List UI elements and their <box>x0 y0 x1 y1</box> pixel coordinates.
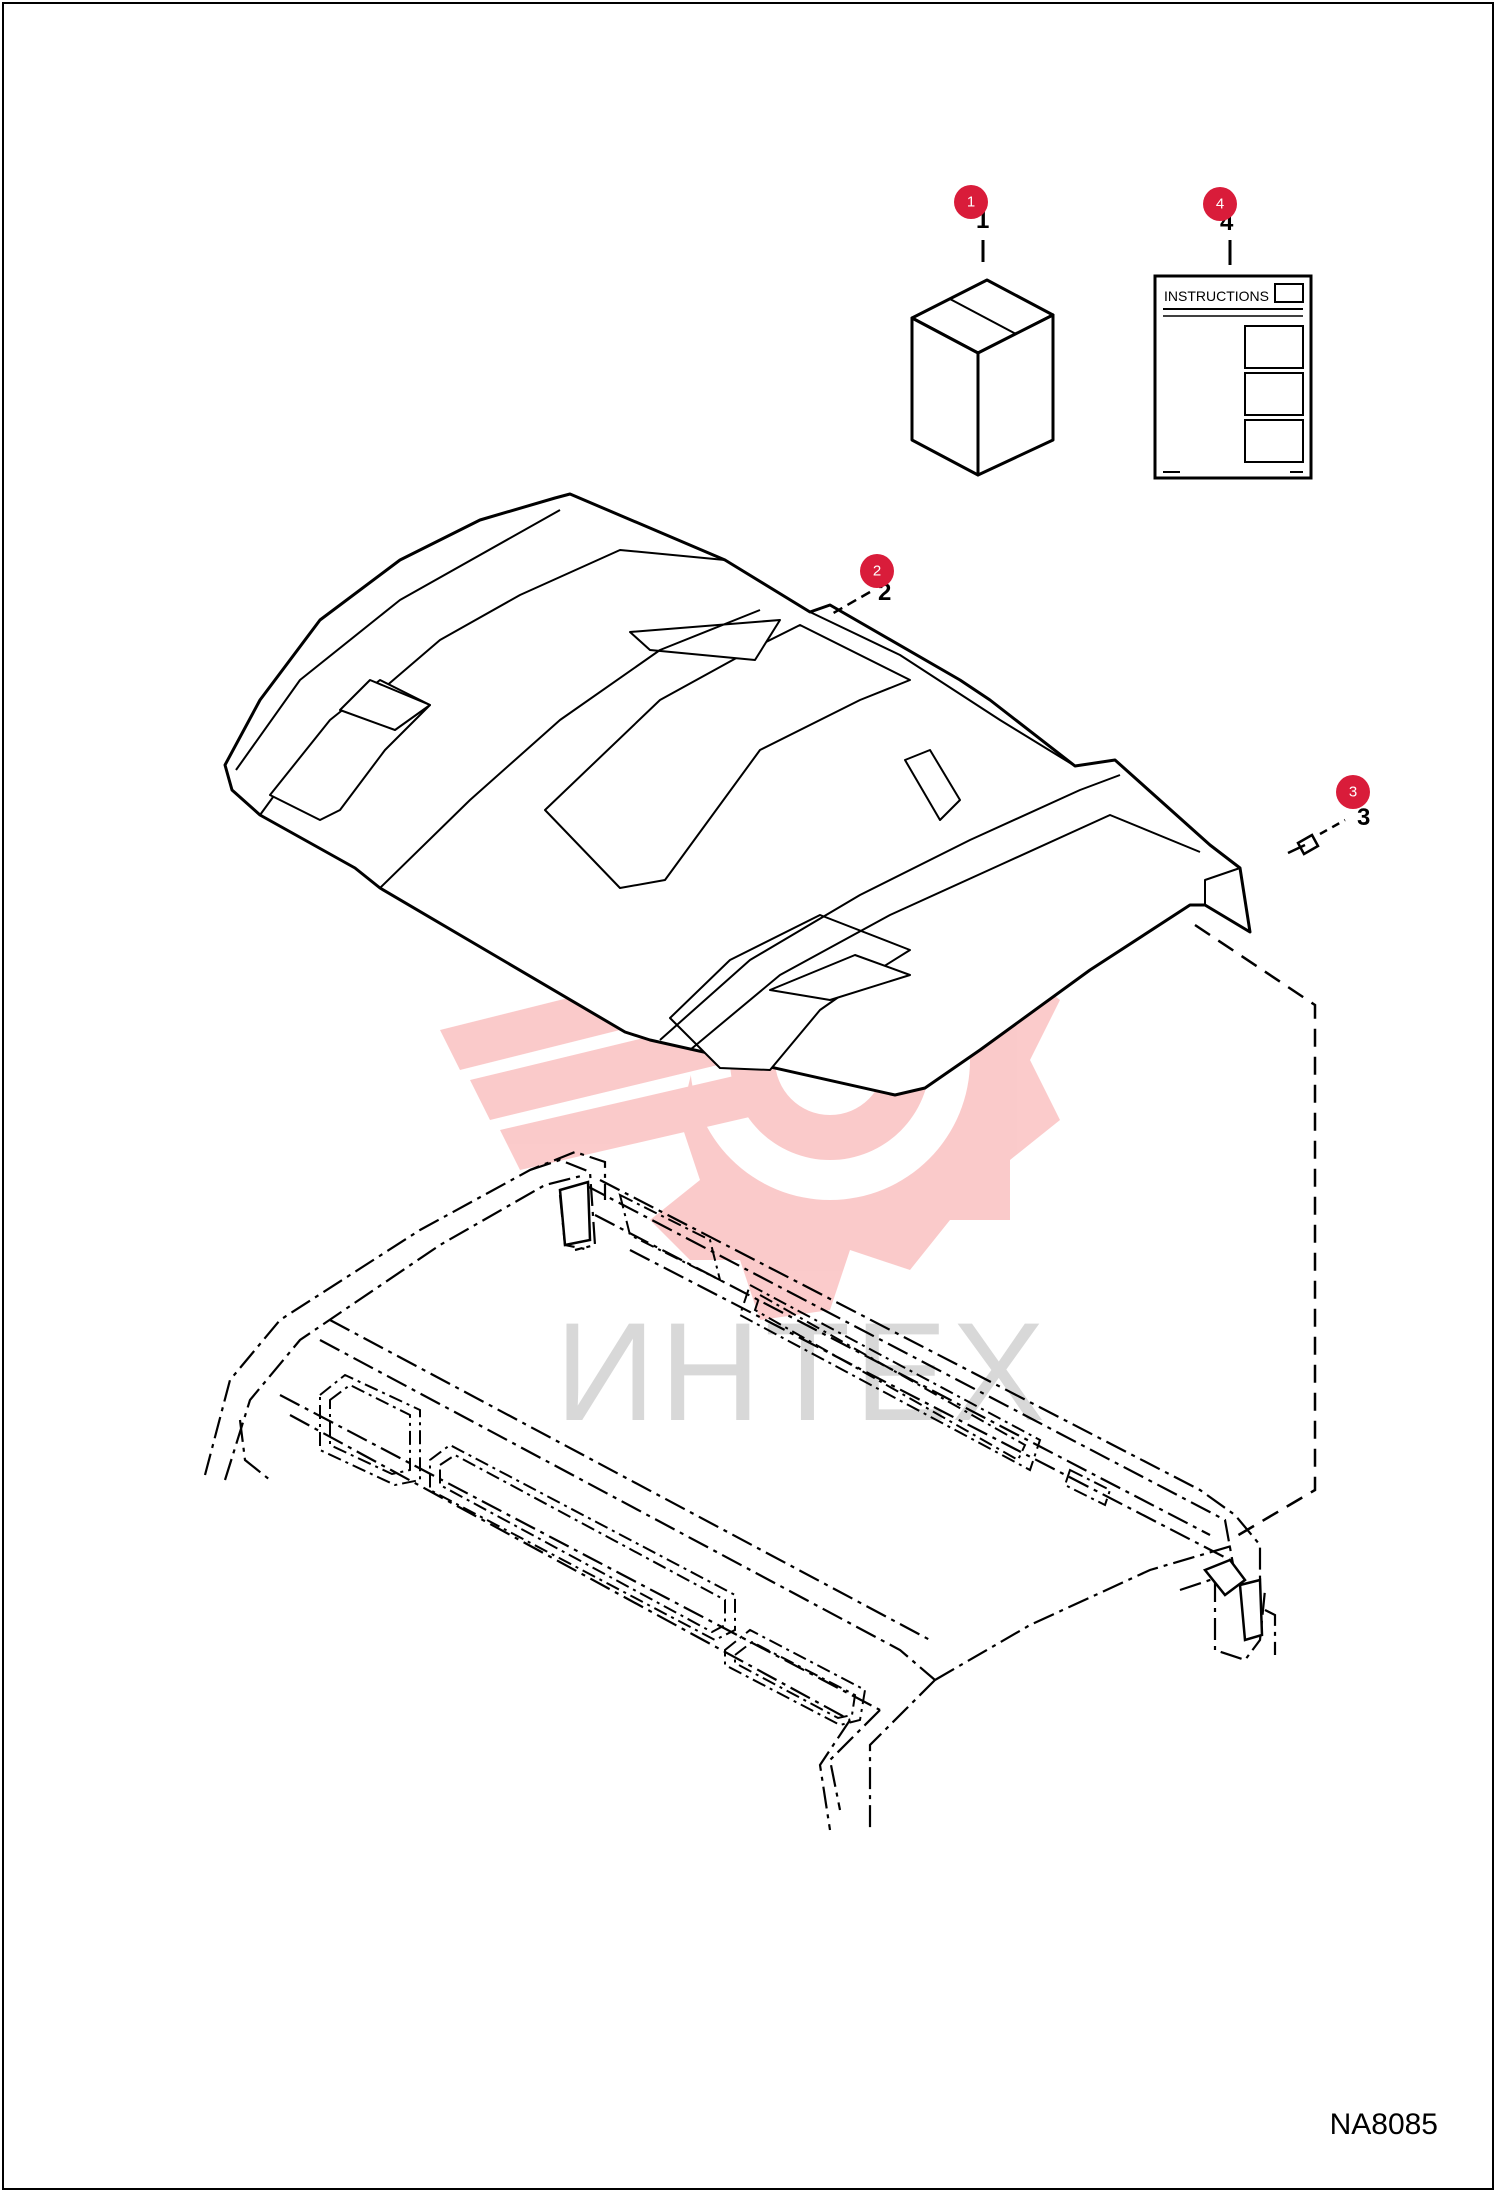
leader-2 <box>829 590 871 617</box>
part-instruction-sheet <box>1153 240 1313 480</box>
ref-number-3: 3 <box>1357 804 1370 831</box>
callout-badge-2[interactable]: 2 <box>860 554 894 588</box>
callout-badge-2-label: 2 <box>873 563 881 580</box>
callout-badge-3-label: 3 <box>1349 784 1357 801</box>
drawing-number: NA8085 <box>1329 2108 1438 2141</box>
part-screw <box>1287 818 1346 856</box>
callout-badge-4-label: 4 <box>1216 196 1224 213</box>
watermark-stripe-3 <box>500 1070 780 1170</box>
dashed-leader-line <box>1194 923 1317 1542</box>
frame-panel-cutouts <box>319 1193 1112 1727</box>
instructions-title: INSTRUCTIONS <box>1164 288 1269 304</box>
part-box-kit <box>910 240 1055 477</box>
watermark-text: ИНТЕХ <box>555 1293 1049 1450</box>
callout-badge-3[interactable]: 3 <box>1336 775 1370 809</box>
part-roof <box>223 492 1252 1097</box>
callout-badge-1-label: 1 <box>967 194 975 211</box>
callout-badge-1[interactable]: 1 <box>954 185 988 219</box>
frame-hinge-left <box>558 1180 592 1247</box>
callout-badge-4[interactable]: 4 <box>1203 187 1237 221</box>
frame-hinge-right <box>1202 1558 1264 1642</box>
